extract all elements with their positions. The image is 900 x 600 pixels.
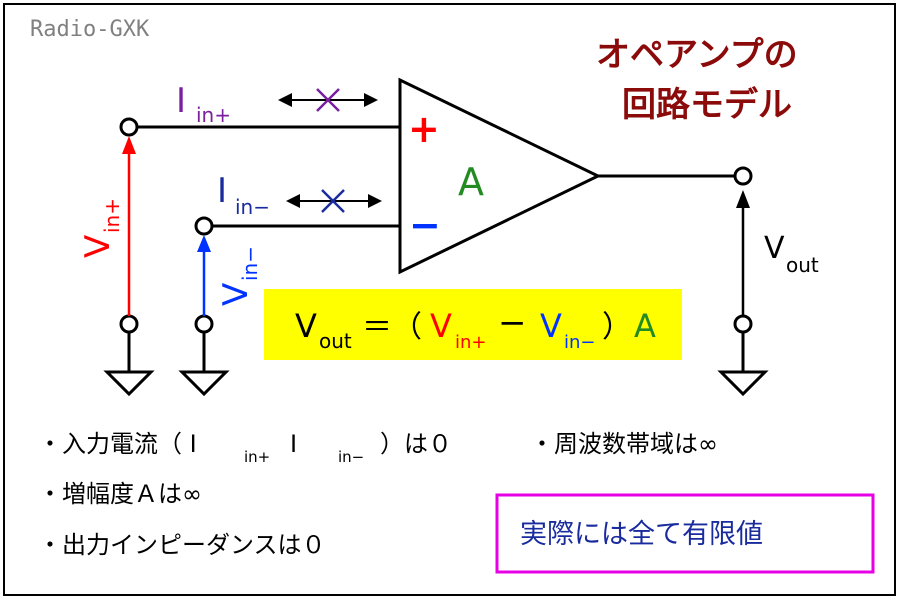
v-in-minus-label: V in− bbox=[216, 246, 262, 306]
bullet-input-current: ・入力電流（ I in+ I in− ）は０ bbox=[38, 430, 452, 466]
svg-text:V: V bbox=[295, 307, 317, 345]
v-out-label: V out bbox=[764, 231, 819, 277]
formula: V out ＝ （ V in+ − V in− ） A bbox=[295, 303, 656, 353]
opamp-plus-sign: + bbox=[408, 107, 440, 151]
svg-text:V: V bbox=[78, 235, 118, 258]
bullet-output-impedance: ・出力インピーダンスは０ bbox=[38, 531, 326, 559]
current-plus-blocked-arrow bbox=[278, 88, 378, 112]
svg-text:I: I bbox=[290, 430, 297, 458]
note-box bbox=[495, 493, 875, 574]
svg-text:V: V bbox=[764, 231, 785, 266]
v-in-plus-arrowhead bbox=[122, 136, 136, 154]
svg-text:V: V bbox=[216, 283, 256, 306]
opamp-triangle bbox=[398, 77, 602, 275]
svg-text:）は０: ）は０ bbox=[380, 430, 452, 458]
opamp-gain-label: A bbox=[458, 160, 484, 204]
output-ground-terminal bbox=[733, 314, 753, 334]
note-text: 実際には全て有限値 bbox=[520, 519, 763, 550]
svg-text:out: out bbox=[319, 329, 352, 353]
svg-text:・入力電流（ I: ・入力電流（ I bbox=[38, 430, 197, 458]
bullet-gain: ・増幅度Ａは∞ bbox=[38, 480, 202, 508]
svg-text:in+: in+ bbox=[244, 448, 270, 466]
output-terminal bbox=[733, 166, 753, 186]
svg-text:in+: in+ bbox=[196, 103, 231, 127]
svg-text:V: V bbox=[430, 307, 452, 345]
svg-text:in−: in− bbox=[235, 195, 270, 219]
plus-input-terminal bbox=[119, 117, 139, 137]
svg-text:（: （ bbox=[392, 310, 422, 345]
svg-text:in−: in− bbox=[564, 332, 596, 353]
formula-box bbox=[264, 289, 682, 360]
svg-text:−: − bbox=[498, 303, 527, 343]
title-line-1: オペアンプの bbox=[596, 35, 798, 75]
minus-ground-terminal bbox=[194, 314, 214, 334]
current-minus-blocked-arrow bbox=[286, 189, 382, 213]
svg-text:A: A bbox=[634, 307, 656, 345]
svg-text:in+: in+ bbox=[100, 198, 124, 233]
svg-text:in−: in− bbox=[338, 448, 364, 466]
svg-text:in+: in+ bbox=[455, 332, 487, 353]
i-in-plus-label: I in+ bbox=[176, 81, 231, 127]
opamp-minus-sign: − bbox=[409, 203, 441, 247]
svg-text:＝: ＝ bbox=[362, 310, 392, 345]
v-out-arrowhead bbox=[736, 190, 750, 208]
v-in-minus-arrowhead bbox=[197, 235, 211, 252]
watermark: Radio-GXK bbox=[30, 17, 150, 42]
svg-text:V: V bbox=[540, 307, 562, 345]
svg-text:）: ） bbox=[602, 310, 632, 345]
i-in-minus-label: I in− bbox=[217, 171, 270, 219]
svg-text:out: out bbox=[786, 253, 819, 277]
bullet-bandwidth: ・周波数帯域は∞ bbox=[530, 430, 718, 458]
title-line-2: 回路モデル bbox=[622, 85, 792, 125]
svg-text:I: I bbox=[176, 81, 186, 121]
svg-text:in−: in− bbox=[238, 246, 262, 281]
minus-input-terminal bbox=[194, 216, 214, 236]
plus-ground-terminal bbox=[119, 314, 139, 334]
svg-text:I: I bbox=[217, 171, 227, 211]
ground-symbols bbox=[103, 332, 769, 397]
v-in-plus-label: V in+ bbox=[78, 198, 124, 258]
